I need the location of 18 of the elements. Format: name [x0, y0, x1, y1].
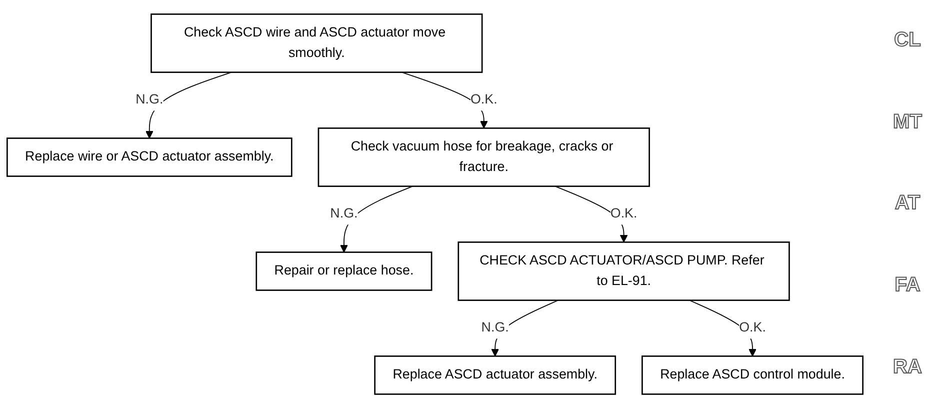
- node-box: CHECK ASCD ACTUATOR/ASCD PUMP. Refer to EL-91.: [458, 241, 790, 301]
- edge-label: O.K.: [610, 206, 638, 221]
- edge-label: O.K.: [739, 320, 766, 335]
- node-box: Replace ASCD control module.: [642, 355, 864, 395]
- node-box: Replace ASCD actuator assembly.: [374, 355, 616, 395]
- section-tab-label: MT: [893, 110, 922, 134]
- section-tab-label: RA: [893, 356, 922, 379]
- section-tab-label: AT: [894, 192, 920, 216]
- node-box: Check vacuum hose for breakage, cracks or fracture.: [318, 127, 650, 187]
- edge-label: O.K.: [470, 92, 498, 107]
- section-tab-label: FA: [894, 274, 920, 298]
- node-box: Replace wire or ASCD actuator assembly.: [6, 137, 292, 177]
- node-box: Check ASCD wire and ASCD actuator move smoothly.: [150, 13, 483, 73]
- edge-label: N.G.: [136, 92, 164, 107]
- edge-label: N.G.: [481, 320, 509, 335]
- section-tab-label: CL: [894, 29, 921, 52]
- node-box: Repair or replace hose.: [256, 251, 432, 291]
- edge-label: N.G.: [330, 206, 358, 221]
